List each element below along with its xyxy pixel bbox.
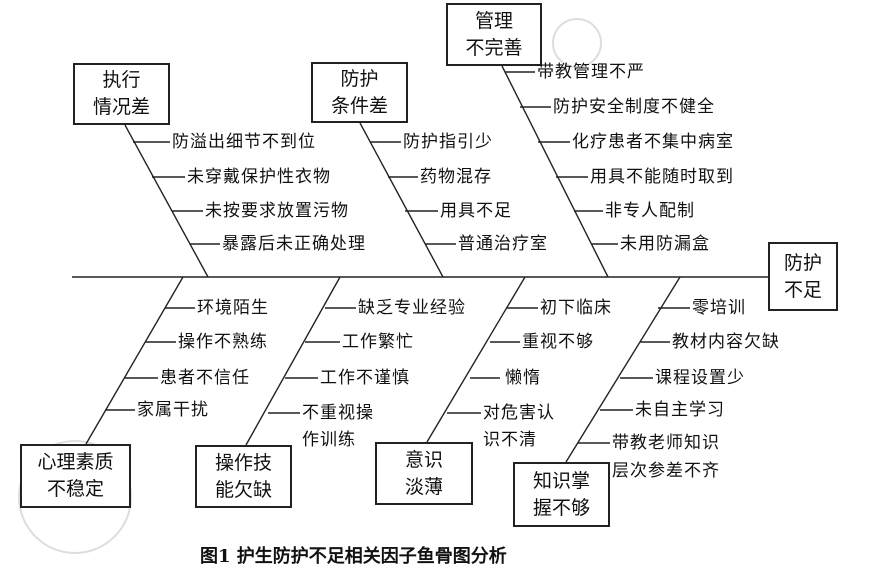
category-line2: 不稳定 [46,478,104,500]
head-line2: 不足 [783,278,822,301]
cause-label: 对危害认 [483,403,555,423]
cause-label: 操作不熟练 [178,332,268,352]
cause-label: 缺乏专业经验 [358,298,466,318]
cause-label: 未用防漏盒 [620,234,710,254]
cause-label: 化疗患者不集中病室 [572,132,734,152]
bone-bottom-3 [426,276,526,443]
cause-label: 作训练 [302,430,356,450]
cause-label: 防溢出细节不到位 [172,132,316,152]
cause-label: 环境陌生 [197,298,269,318]
cause-label: 工作繁忙 [342,332,414,352]
category-line2: 能欠缺 [214,478,272,501]
category-line1: 管理 [474,9,513,32]
category-box-knowledge: 知识掌握不够 [513,462,610,527]
bone-top-3 [501,65,609,278]
category-line1: 执行 [102,69,141,91]
category-line2: 淡薄 [404,475,443,498]
cause-label: 家属干扰 [137,400,209,420]
cause-label: 普通治疗室 [458,234,548,254]
category-box-psychology: 心理素质不稳定 [20,444,131,508]
bone-top-1 [124,124,209,278]
cause-label: 带教管理不严 [537,62,645,82]
category-line1: 防护 [340,67,379,90]
category-box-conditions: 防护条件差 [311,62,408,123]
category-line1: 知识掌 [532,469,590,492]
cause-label: 带教老师知识 [612,433,720,453]
cause-label: 防护安全制度不健全 [553,97,715,117]
head-box: 防护不足 [768,242,838,311]
bone-bottom-1 [85,276,184,445]
category-line1: 心理素质 [37,451,114,473]
cause-label: 不重视操 [302,403,374,423]
cause-label: 防护指引少 [403,132,493,152]
cause-label: 非专人配制 [605,201,695,221]
cause-label: 患者不信任 [160,368,250,388]
category-line2: 条件差 [330,94,388,117]
category-line1: 操作技 [214,451,272,474]
category-line2: 不完善 [465,36,523,59]
cause-label: 用具不足 [440,201,512,221]
bone-top-2 [359,122,444,278]
cause-label: 未穿戴保护性衣物 [187,167,331,187]
category-line1: 意识 [404,448,443,471]
category-box-management: 管理不完善 [446,3,542,66]
cause-label: 工作不谨慎 [320,368,410,388]
category-box-awareness: 意识淡薄 [375,442,473,505]
watermark-seal-icon [552,18,602,68]
cause-label: 用具不能随时取到 [590,167,734,187]
cause-label: 暴露后未正确处理 [222,234,366,254]
category-box-execution: 执行情况差 [73,63,170,125]
cause-label: 层次参差不齐 [612,461,720,481]
cause-label: 懒惰 [505,368,541,388]
bone-bottom-2 [245,276,341,446]
figure-caption: 图1 护生防护不足相关因子鱼骨图分析 [200,546,507,567]
cause-label: 课程设置少 [655,368,745,388]
cause-label: 零培训 [692,298,746,318]
watermark-seal-bottom-icon [18,440,132,554]
cause-label: 未按要求放置污物 [205,201,349,221]
cause-label: 重视不够 [522,332,594,352]
head-line1: 防护 [783,251,822,274]
cause-label: 未自主学习 [635,400,725,420]
cause-label: 药物混存 [420,167,492,187]
cause-label: 教材内容欠缺 [672,332,780,352]
category-line2: 握不够 [532,496,590,519]
category-box-skills: 操作技能欠缺 [195,445,292,508]
cause-label: 初下临床 [540,298,612,318]
category-line2: 情况差 [92,96,150,118]
cause-label: 识不清 [483,430,537,450]
